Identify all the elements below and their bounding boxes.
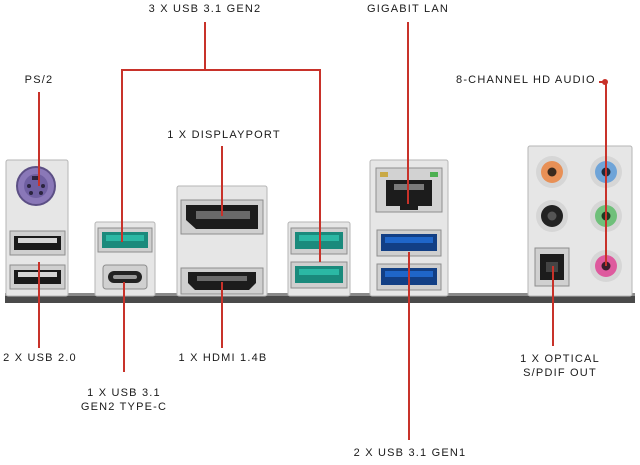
label-hdmi: 1 X HDMI 1.4B bbox=[178, 352, 268, 364]
label-optical-line2: S/PDIF OUT bbox=[523, 367, 597, 379]
label-usb31gen1: 2 X USB 3.1 GEN1 bbox=[353, 447, 467, 459]
label-usb20: 2 X USB 2.0 bbox=[3, 352, 77, 364]
ps2-usb20-stack bbox=[5, 159, 69, 297]
label-typec-line1: 1 X USB 3.1 bbox=[87, 387, 161, 399]
leader-usb31gen2-3x bbox=[121, 22, 321, 262]
label-displayport: 1 X DISPLAYPORT bbox=[167, 129, 281, 141]
usb31gen2-typec-stack bbox=[94, 221, 156, 297]
label-hd-audio: 8-CHANNEL HD AUDIO bbox=[456, 74, 596, 86]
board-strip bbox=[5, 296, 635, 303]
audio-jack-orange bbox=[536, 156, 568, 188]
label-usb31gen2-3x: 3 X USB 3.1 GEN2 bbox=[148, 3, 262, 15]
label-typec-line2: GEN2 TYPE-C bbox=[80, 401, 168, 413]
label-gigabit-lan: GIGABIT LAN bbox=[366, 3, 450, 15]
leader-dots bbox=[602, 79, 608, 85]
audio-stack bbox=[527, 145, 633, 297]
label-ps2: PS/2 bbox=[24, 74, 54, 86]
audio-jack-black bbox=[536, 200, 568, 232]
label-optical-line1: 1 X OPTICAL bbox=[520, 353, 600, 365]
